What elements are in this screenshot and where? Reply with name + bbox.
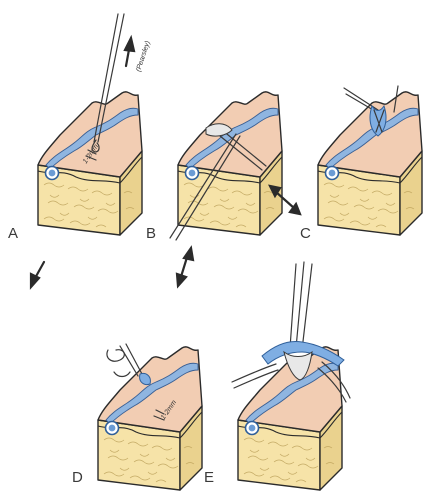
panel-label-d: D: [72, 469, 83, 486]
panel-label-c: C: [300, 225, 311, 242]
panel-a: (Pearsley) 1-2mm A: [8, 14, 152, 287]
panel-e: E: [204, 262, 350, 490]
panel-label-b: B: [146, 225, 156, 242]
panel-b: B: [146, 92, 282, 286]
panel-c: C: [300, 86, 422, 242]
clamp-instrument: [290, 262, 312, 350]
annotation-a-1: (Pearsley): [135, 40, 152, 73]
panel-label-a: A: [8, 225, 18, 242]
panel-d: 1-2mm D: [72, 344, 202, 490]
panel-label-e: E: [204, 469, 214, 486]
